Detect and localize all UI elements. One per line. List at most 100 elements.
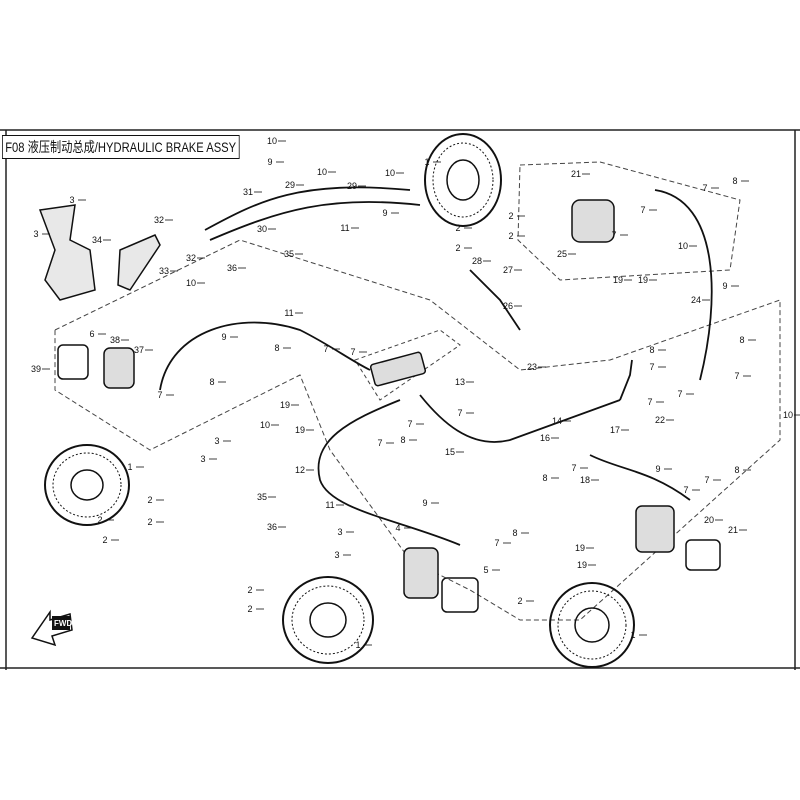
part-callout-8: 8: [734, 465, 739, 475]
pedal-bracket: [38, 204, 96, 301]
part-callout-24: 24: [691, 295, 701, 305]
part-callout-20: 20: [704, 515, 714, 525]
part-callout-19: 19: [575, 543, 585, 553]
part-callout-32: 32: [186, 253, 196, 263]
part-callout-2: 2: [147, 495, 152, 505]
part-callout-35: 35: [257, 492, 267, 502]
brake-lines: [159, 186, 713, 546]
part-callout-19: 19: [613, 275, 623, 285]
part-callout-7: 7: [407, 419, 412, 429]
brake-pad-center: [441, 577, 479, 613]
part-callout-19: 19: [280, 400, 290, 410]
part-callout-38: 38: [110, 335, 120, 345]
part-callout-7: 7: [457, 408, 462, 418]
part-callout-3: 3: [214, 436, 219, 446]
front-caliper: [571, 199, 615, 243]
part-callout-8: 8: [274, 343, 279, 353]
part-callout-2: 2: [508, 231, 513, 241]
part-callout-11: 11: [340, 223, 349, 233]
part-callout-2: 2: [508, 211, 513, 221]
part-callout-7: 7: [649, 362, 654, 372]
brake-pad-left: [57, 344, 89, 380]
part-callout-11: 11: [325, 500, 334, 510]
part-callout-7: 7: [704, 475, 709, 485]
part-callout-7: 7: [683, 485, 688, 495]
master-cylinder-outline: [354, 329, 461, 401]
part-callout-37: 37: [134, 345, 144, 355]
part-callout-2: 2: [455, 223, 460, 233]
part-callout-8: 8: [542, 473, 547, 483]
part-callout-10: 10: [385, 168, 395, 178]
part-callout-7: 7: [350, 347, 355, 357]
part-callout-9: 9: [267, 157, 272, 167]
master-cylinder: [369, 351, 427, 387]
left-caliper: [103, 347, 135, 389]
part-callout-30: 30: [257, 224, 267, 234]
pedal-arm: [117, 234, 161, 291]
part-callout-2: 2: [247, 604, 252, 614]
part-callout-10: 10: [260, 420, 270, 430]
forward-direction-arrow: FWD: [30, 609, 73, 647]
front-caliper-outline: [517, 161, 741, 281]
part-callout-2: 2: [97, 515, 102, 525]
part-callout-21: 21: [571, 169, 581, 179]
brake-disc-bottom-right: [549, 582, 635, 668]
part-callout-33: 33: [159, 266, 169, 276]
part-callout-7: 7: [377, 438, 382, 448]
part-callout-7: 7: [571, 463, 576, 473]
part-callout-7: 7: [494, 538, 499, 548]
part-callout-1: 1: [355, 640, 360, 650]
part-callout-1: 1: [630, 630, 635, 640]
part-callout-2: 2: [102, 535, 107, 545]
brake-pad-right: [685, 539, 721, 571]
part-callout-8: 8: [209, 377, 214, 387]
part-callout-31: 31: [243, 187, 253, 197]
part-callout-12: 12: [295, 465, 305, 475]
part-callout-17: 17: [610, 425, 620, 435]
part-callout-2: 2: [147, 517, 152, 527]
part-callout-7: 7: [734, 371, 739, 381]
brake-disc-left: [44, 444, 130, 526]
part-callout-7: 7: [323, 344, 328, 354]
part-callout-7: 7: [611, 230, 616, 240]
part-callout-10: 10: [678, 241, 688, 251]
part-callout-10: 10: [317, 167, 327, 177]
brake-disc-front-top: [424, 133, 502, 227]
part-callout-10: 10: [267, 136, 277, 146]
part-callout-10: 10: [783, 410, 793, 420]
right-caliper: [635, 505, 675, 553]
part-callout-3: 3: [33, 229, 38, 239]
part-callout-23: 23: [527, 362, 537, 372]
part-callout-7: 7: [640, 205, 645, 215]
part-callout-2: 2: [455, 243, 460, 253]
part-callout-2: 2: [517, 596, 522, 606]
part-callout-26: 26: [503, 301, 513, 311]
part-callout-3: 3: [69, 195, 74, 205]
part-callout-7: 7: [677, 389, 682, 399]
center-caliper: [403, 547, 439, 599]
part-callout-14: 14: [552, 416, 562, 426]
part-callout-1: 1: [127, 462, 132, 472]
part-callout-15: 15: [445, 447, 455, 457]
part-callout-35: 35: [284, 249, 294, 259]
part-callout-4: 4: [395, 523, 400, 533]
part-callout-9: 9: [382, 208, 387, 218]
part-callout-29: 29: [347, 181, 357, 191]
part-callout-19: 19: [577, 560, 587, 570]
part-callout-9: 9: [422, 498, 427, 508]
part-callout-8: 8: [732, 176, 737, 186]
part-callout-25: 25: [557, 249, 567, 259]
part-callout-7: 7: [702, 183, 707, 193]
part-callout-8: 8: [512, 528, 517, 538]
part-callout-18: 18: [580, 475, 590, 485]
part-callout-7: 7: [157, 390, 162, 400]
part-callout-13: 13: [455, 377, 465, 387]
part-callout-19: 19: [638, 275, 648, 285]
part-callout-16: 16: [540, 433, 550, 443]
brake-disc-bottom-center: [282, 576, 374, 664]
part-callout-9: 9: [722, 281, 727, 291]
part-callout-34: 34: [92, 235, 102, 245]
part-callout-5: 5: [483, 565, 488, 575]
part-callout-10: 10: [186, 278, 196, 288]
part-callout-9: 9: [655, 464, 660, 474]
